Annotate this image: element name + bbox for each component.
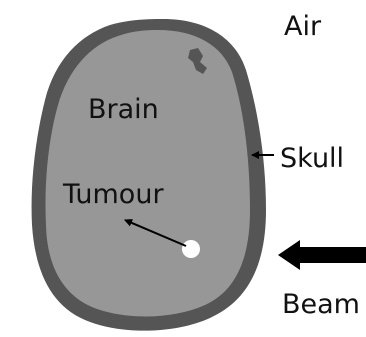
skull-label: Skull [280,143,344,174]
air-label: Air [284,11,322,42]
brain-label: Brain [88,94,159,125]
brain-region [46,30,251,317]
beam-arrow [278,240,366,270]
tumour-spot [182,240,200,258]
beam-label: Beam [282,289,360,320]
tumour-label: Tumour [62,179,164,210]
